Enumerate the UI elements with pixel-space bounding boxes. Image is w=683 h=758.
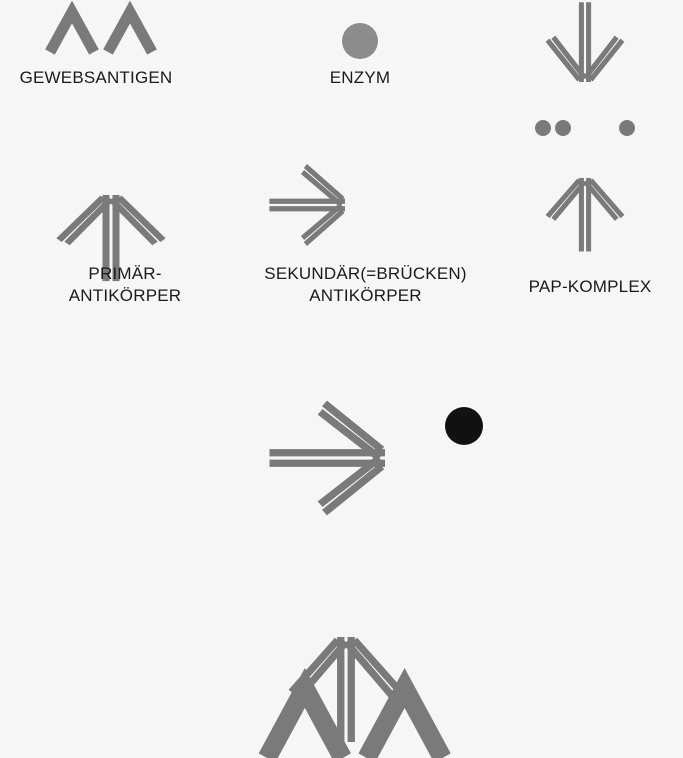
- label-sekundaer-antikoerper: SEKUNDÄR(=BRÜCKEN) ANTIKÖRPER: [238, 263, 493, 307]
- enzyme-bound-icon: [445, 407, 483, 445]
- label-sekundaer-line2: ANTIKÖRPER: [238, 285, 493, 307]
- label-sekundaer-line1: SEKUNDÄR(=BRÜCKEN): [238, 263, 493, 285]
- label-primaer-line2: ANTIKÖRPER: [50, 285, 200, 307]
- label-pap-komplex: PAP-KOMPLEX: [515, 276, 665, 298]
- enzyme-legend-icon: [342, 23, 378, 59]
- pap-enzyme-mid-icon: [555, 120, 571, 136]
- label-primaer-line1: PRIMÄR-: [50, 263, 200, 285]
- pap-enzyme-left-icon: [535, 120, 551, 136]
- secondary-antibody-icon: [269, 166, 345, 244]
- label-gewebsantigen: GEWEBSANTIGEN: [6, 67, 186, 89]
- label-primaer-antikoerper: PRIMÄR- ANTIKÖRPER: [50, 263, 200, 307]
- label-enzym: ENZYM: [300, 67, 420, 89]
- assembled-secondary-antibody-icon: [270, 403, 386, 512]
- pap-enzyme-right-icon: [619, 120, 635, 136]
- antigen-legend-icon: [50, 12, 152, 52]
